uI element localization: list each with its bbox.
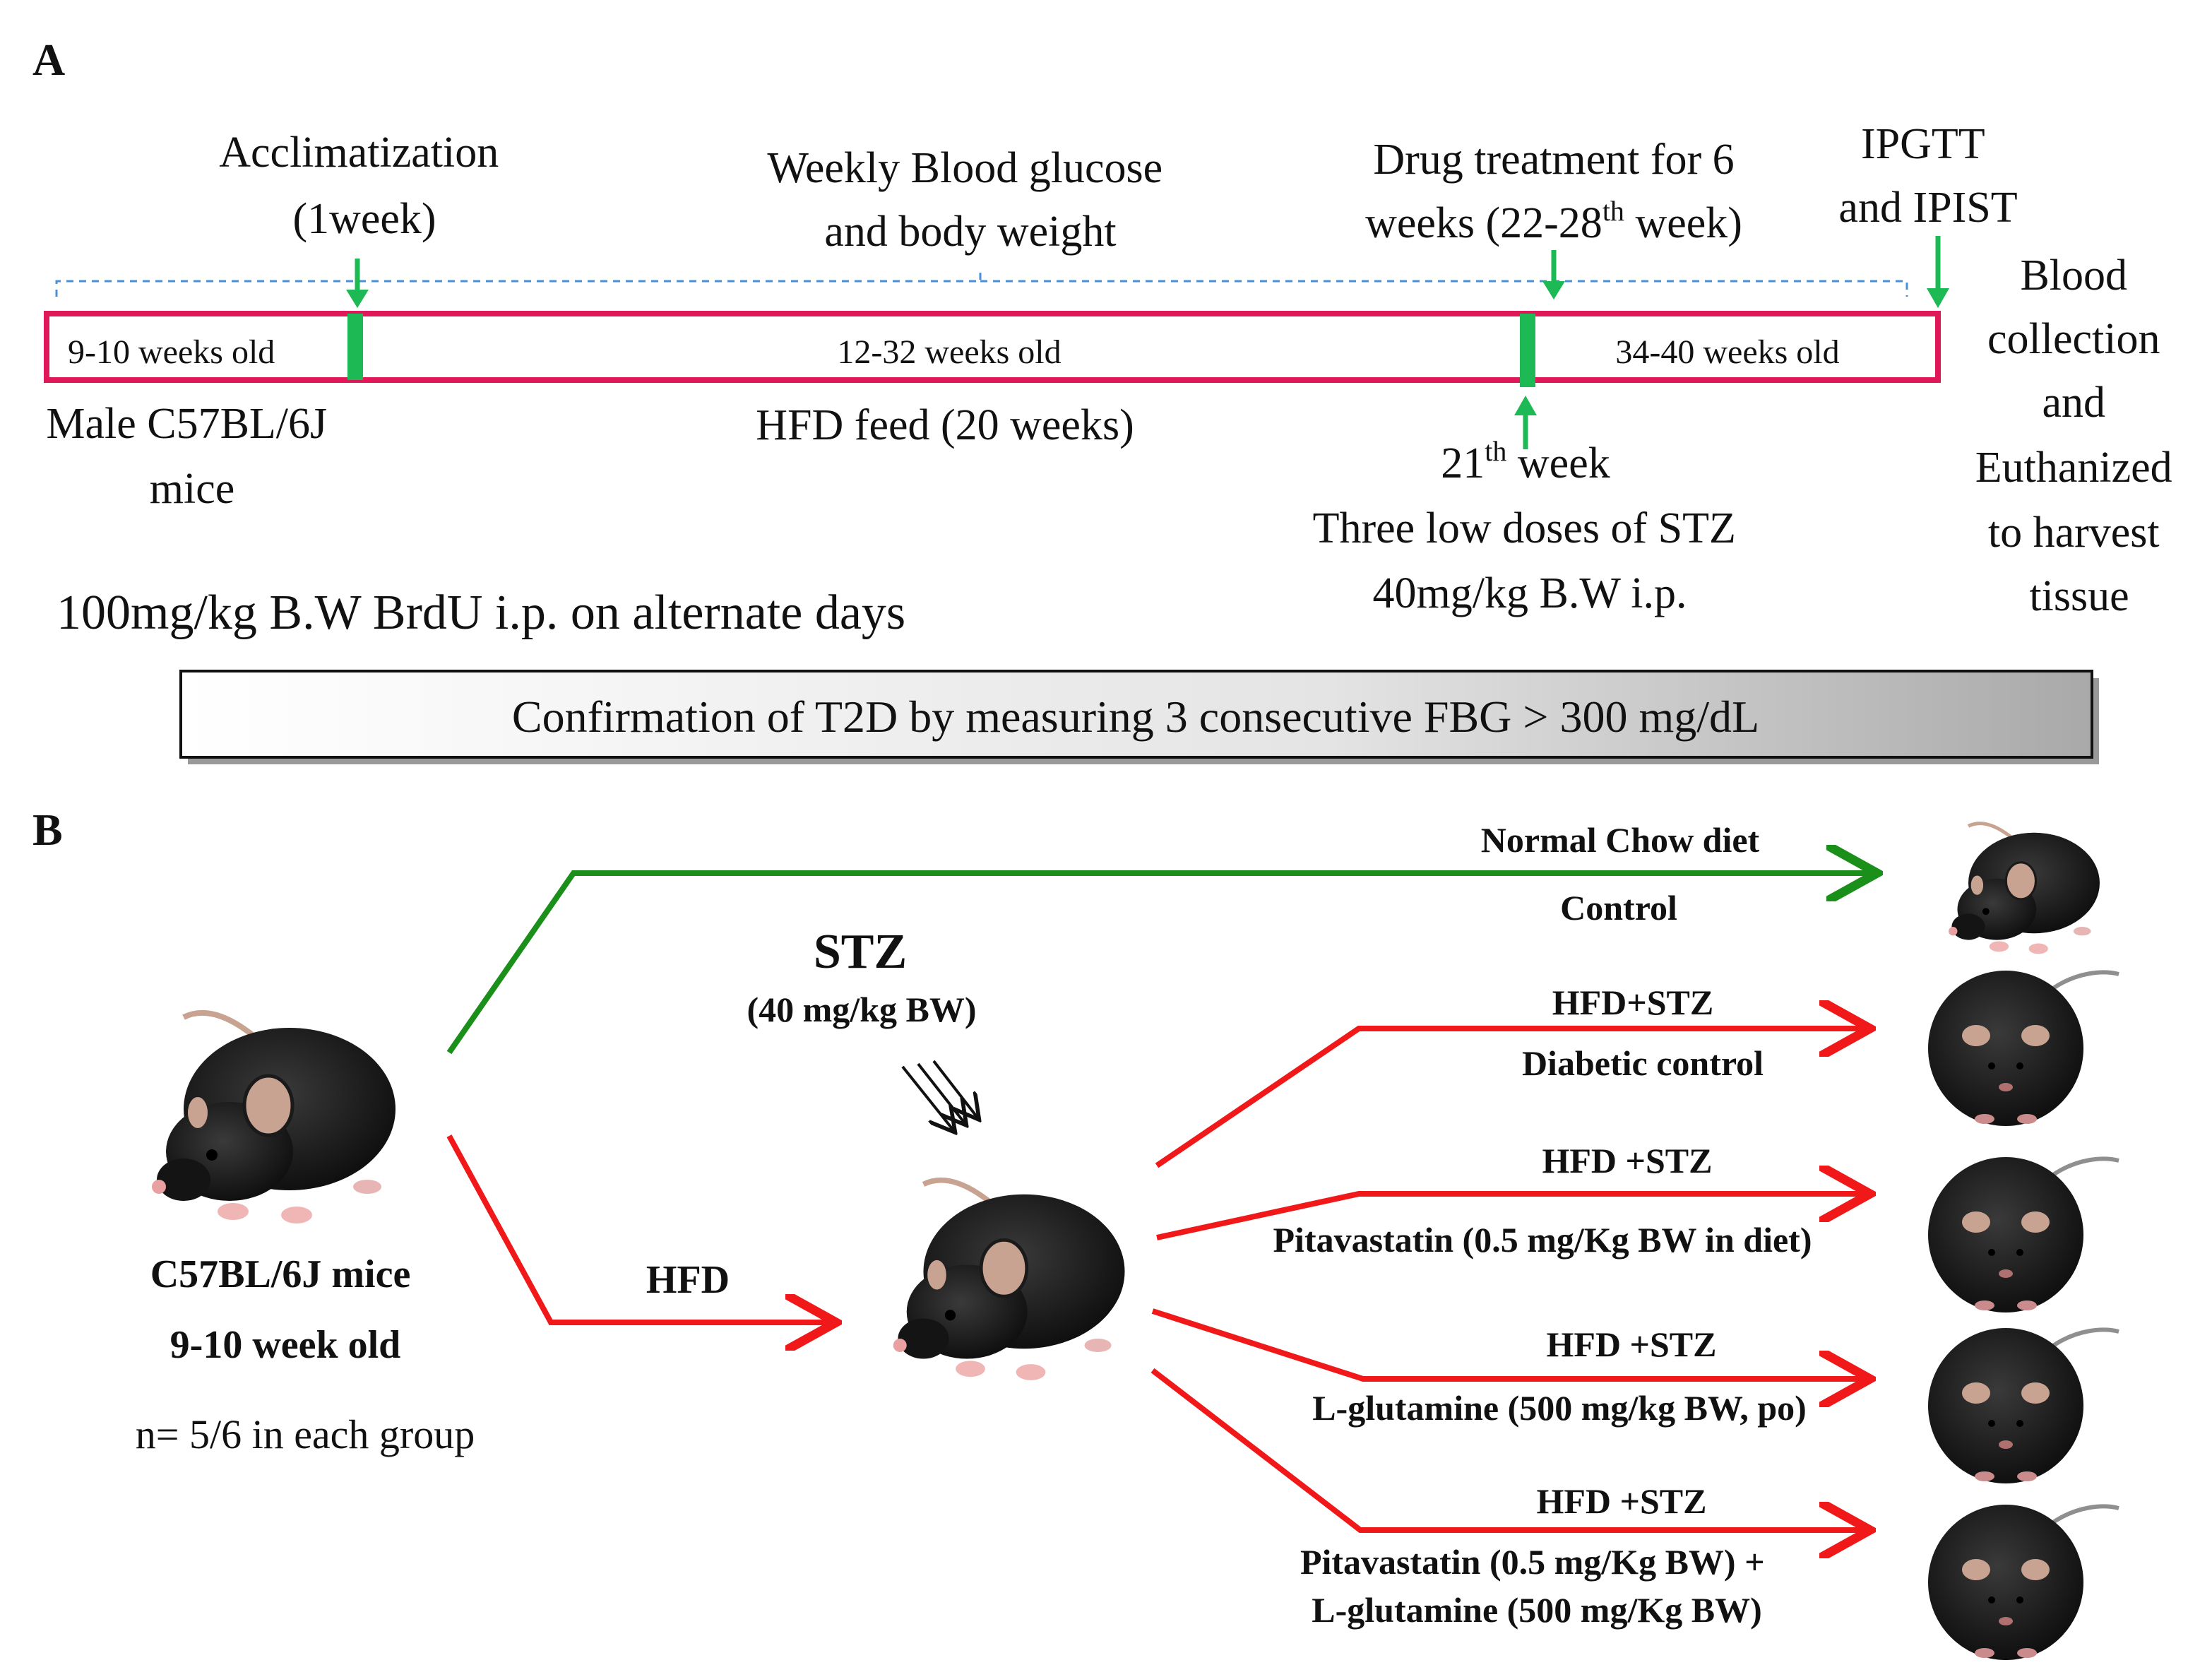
- panel-b-label: B: [32, 805, 63, 855]
- stz-dose-label: (40 mg/kg BW): [747, 990, 977, 1029]
- confirmation-text: Confirmation of T2D by measuring 3 conse…: [512, 692, 1759, 742]
- combination-group-subtitle: Pitavastatin (0.5 mg/Kg BW) + L-glutamin…: [1300, 1542, 1773, 1630]
- confirmation-box: [179, 670, 2093, 759]
- hfd-feed-label: HFD feed (20 weeks): [756, 401, 1134, 449]
- arrow-l-glutamine: [1151, 1308, 1865, 1379]
- mouse-icon: [1928, 1328, 2119, 1483]
- source-mice-label: C57BL/6J mice 9-10 week old: [150, 1252, 421, 1367]
- green-arrows: [346, 236, 1949, 449]
- arrow-diabetic-control: [1155, 1029, 1865, 1168]
- syringe-arrows-icon: [901, 1060, 977, 1130]
- pitavastatin-group-title: HFD +STZ: [1542, 1141, 1712, 1180]
- timeline-marker-1: [347, 314, 363, 380]
- control-group-title: Normal Chow diet: [1481, 820, 1760, 860]
- mouse-icon: [1928, 1157, 2119, 1312]
- blood-collection-label: Blood collection and Euthanized to harve…: [1975, 251, 2183, 620]
- acclimatization-label: Acclimatization (1week): [219, 129, 509, 243]
- timeline-seg-3: 34-40 weeks old: [1615, 333, 1839, 371]
- mouse-icon: [152, 1013, 396, 1223]
- drug-treatment-weeks: weeks (22-28th week): [1365, 195, 1742, 247]
- mouse-icon: [1928, 971, 2119, 1126]
- mice-label: Male C57BL/6J mice: [46, 400, 338, 513]
- ipgtt-label: IPGTT and IPIST: [1838, 120, 2017, 232]
- n-groups-label: n= 5/6 in each group: [136, 1411, 475, 1457]
- stz-doses-label: Three low doses of STZ 40mg/kg B.W i.p.: [1313, 504, 1747, 617]
- week21-label: 21th week: [1441, 435, 1610, 487]
- arrow-combination: [1150, 1368, 1865, 1530]
- mouse-icon: [1928, 1505, 2119, 1660]
- timeline-seg-1: 9-10 weeks old: [68, 333, 275, 371]
- hfd-arrow: [446, 1134, 831, 1322]
- monitoring-bracket: [55, 271, 1908, 297]
- stz-label: STZ: [814, 925, 907, 979]
- timeline-marker-2: [1520, 314, 1535, 387]
- l-glutamine-group-title: HFD +STZ: [1546, 1325, 1716, 1364]
- hfd-label: HFD: [646, 1258, 730, 1302]
- weekly-monitoring-label: Weekly Blood glucose and body weight: [767, 144, 1173, 256]
- diabetic-group-subtitle: Diabetic control: [1522, 1043, 1764, 1083]
- l-glutamine-group-subtitle: L-glutamine (500 mg/kg BW, po): [1312, 1388, 1807, 1428]
- arrow-pitavastatin: [1156, 1194, 1865, 1240]
- diabetic-group-title: HFD+STZ: [1552, 983, 1714, 1022]
- pitavastatin-group-subtitle: Pitavastatin (0.5 mg/Kg BW in diet): [1273, 1220, 1812, 1260]
- control-arrow: [446, 873, 1872, 1055]
- timeline-seg-2: 12-32 weeks old: [837, 333, 1061, 371]
- mouse-icon: [1949, 824, 2100, 954]
- panel-a-label: A: [32, 35, 65, 85]
- combination-group-title: HFD +STZ: [1536, 1481, 1706, 1521]
- brdu-label: 100mg/kg B.W BrdU i.p. on alternate days: [57, 586, 905, 640]
- mouse-icon: [893, 1180, 1125, 1380]
- drug-treatment-label: Drug treatment for 6: [1373, 136, 1734, 184]
- control-group-subtitle: Control: [1560, 888, 1677, 928]
